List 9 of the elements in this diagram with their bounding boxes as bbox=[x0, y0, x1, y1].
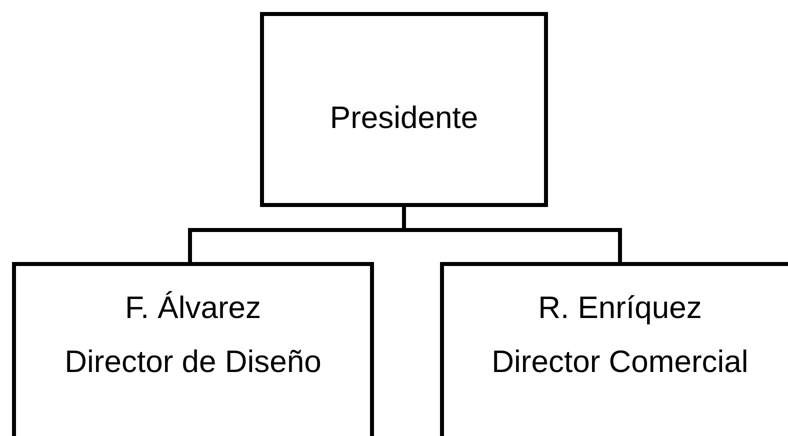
role-title: Presidente bbox=[330, 99, 478, 137]
person-name: F. Álvarez bbox=[124, 289, 262, 327]
org-box bbox=[440, 262, 788, 436]
role-title: Director Comercial bbox=[492, 343, 748, 382]
role-title: Director de Diseño bbox=[64, 343, 322, 382]
person-name: R. Enríquez bbox=[538, 289, 702, 327]
connector-line bbox=[402, 207, 622, 262]
org-box bbox=[260, 12, 548, 207]
org-box bbox=[12, 262, 374, 436]
